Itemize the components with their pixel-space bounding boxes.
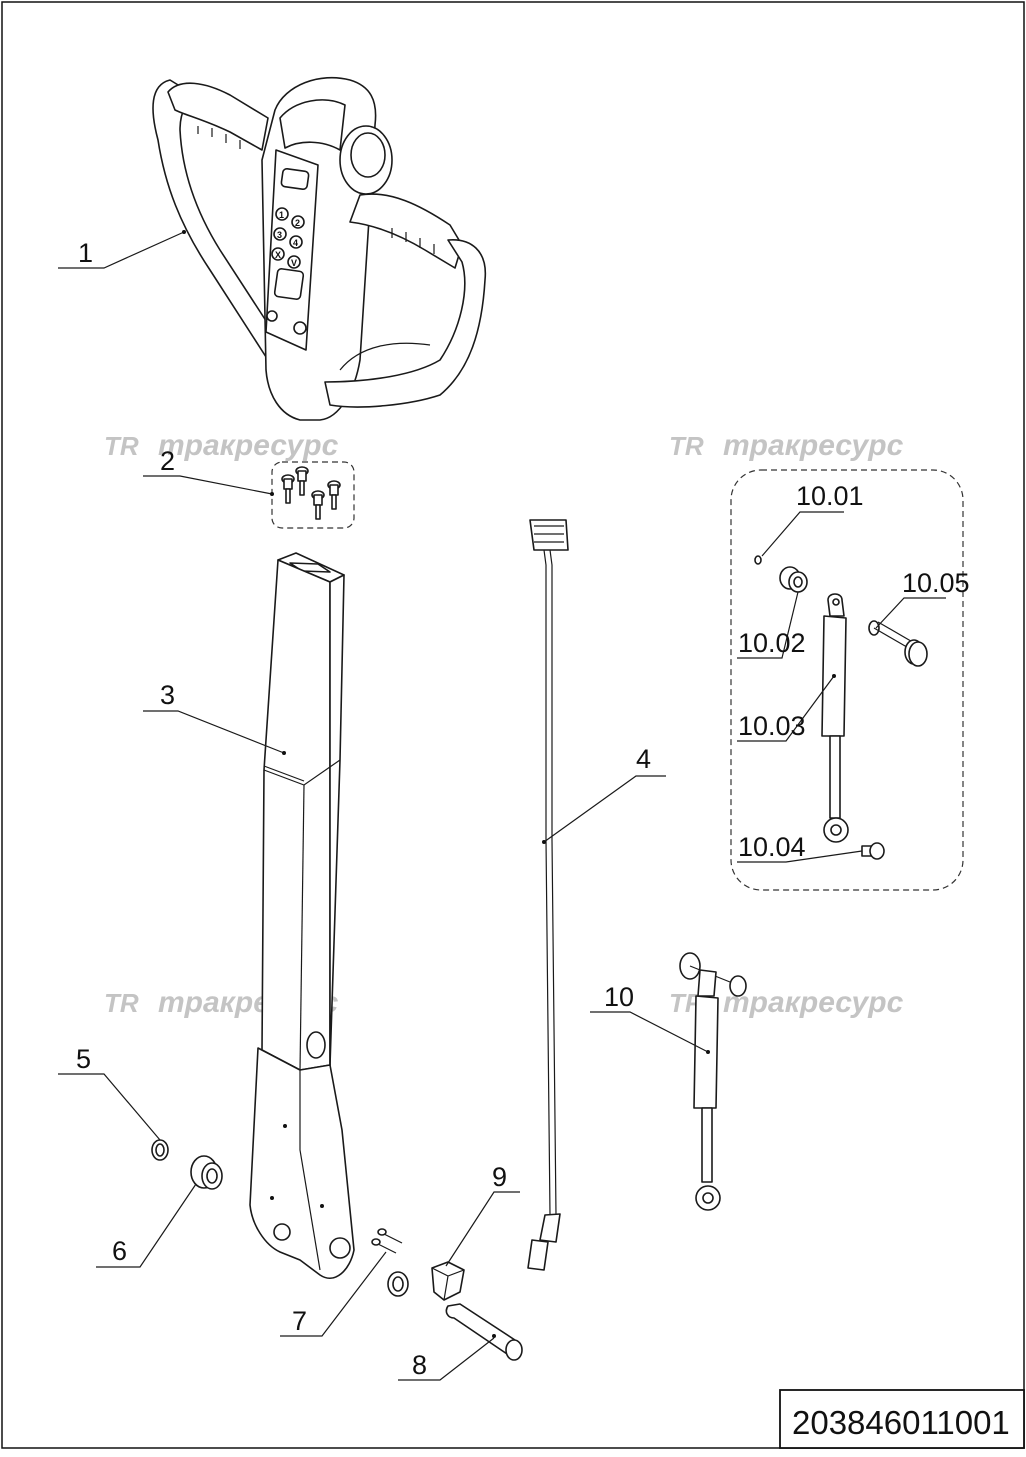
part-6-bushing bbox=[190, 1155, 223, 1190]
part-10-detail-frame bbox=[730, 469, 964, 891]
callout-3: 3 bbox=[160, 680, 175, 710]
leader-9 bbox=[445, 1191, 520, 1267]
key-3-label: 3 bbox=[277, 230, 282, 240]
part-8-pin bbox=[445, 1303, 523, 1361]
leader-3 bbox=[143, 710, 285, 754]
watermark-text: тракресурс bbox=[158, 429, 339, 462]
part-7-screws bbox=[371, 1228, 409, 1297]
key-x-label: X bbox=[275, 250, 281, 260]
part-5-retaining-ring bbox=[151, 1139, 169, 1161]
watermark-logo: TR bbox=[104, 988, 139, 1018]
watermark-logo: TR bbox=[104, 431, 139, 461]
part-1-tiller-head: 1 2 3 4 X V bbox=[152, 76, 487, 421]
callout-6: 6 bbox=[112, 1236, 127, 1266]
callout-8: 8 bbox=[412, 1350, 427, 1380]
callout-7: 7 bbox=[292, 1306, 307, 1336]
callout-10: 10 bbox=[604, 982, 634, 1012]
callout-9: 9 bbox=[492, 1162, 507, 1192]
key-v-label: V bbox=[291, 258, 297, 268]
callout-5: 5 bbox=[76, 1044, 91, 1074]
part-9-block bbox=[431, 1261, 465, 1301]
callout-4: 4 bbox=[636, 744, 651, 774]
leader-5 bbox=[58, 1073, 161, 1141]
callout-1: 1 bbox=[78, 238, 93, 268]
part-10-03-gas-strut bbox=[821, 593, 849, 843]
callout-10-01: 10.01 bbox=[796, 481, 864, 511]
leader-2 bbox=[143, 475, 273, 495]
document-number: 203846011001 bbox=[792, 1404, 1010, 1441]
leader-10-01 bbox=[761, 511, 844, 557]
part-2-screws bbox=[281, 466, 341, 520]
leader-4 bbox=[543, 775, 666, 843]
watermark-2: TR тракресурс bbox=[669, 429, 904, 462]
leader-10-03 bbox=[737, 675, 835, 742]
callout-10-02: 10.02 bbox=[738, 628, 806, 658]
key-4-label: 4 bbox=[293, 238, 298, 248]
leader-6 bbox=[96, 1183, 197, 1268]
leader-10-05 bbox=[875, 597, 946, 629]
watermark-4: TR тракресурс bbox=[669, 986, 904, 1019]
part-10-02-bushing bbox=[779, 566, 808, 593]
leader-8 bbox=[398, 1337, 495, 1381]
watermark-logo: TR bbox=[669, 431, 704, 461]
leader-1 bbox=[58, 231, 185, 269]
part-2-group-frame bbox=[271, 461, 355, 529]
watermark-text: тракресурс bbox=[723, 429, 904, 462]
callout-10-03: 10.03 bbox=[738, 711, 806, 741]
key-1-label: 1 bbox=[279, 210, 284, 220]
document-number-box bbox=[779, 1389, 1025, 1449]
leader-10-02 bbox=[737, 591, 799, 659]
leader-10 bbox=[590, 1011, 709, 1053]
part-4-cable-harness bbox=[527, 519, 569, 1271]
watermark-text: тракресурс bbox=[723, 986, 904, 1019]
part-3-tiller-arm bbox=[249, 552, 355, 1279]
callout-2: 2 bbox=[160, 446, 175, 476]
callout-10-04: 10.04 bbox=[738, 832, 806, 862]
part-10-04-bolt bbox=[861, 842, 885, 860]
leader-10-04 bbox=[737, 850, 863, 863]
leader-7 bbox=[280, 1251, 387, 1337]
key-2-label: 2 bbox=[295, 218, 300, 228]
watermark-1: TR тракресурс bbox=[104, 429, 339, 462]
part-10-05-clevis-pin bbox=[868, 620, 928, 667]
part-10-01-circlip bbox=[754, 555, 762, 565]
callout-10-05: 10.05 bbox=[902, 568, 970, 598]
